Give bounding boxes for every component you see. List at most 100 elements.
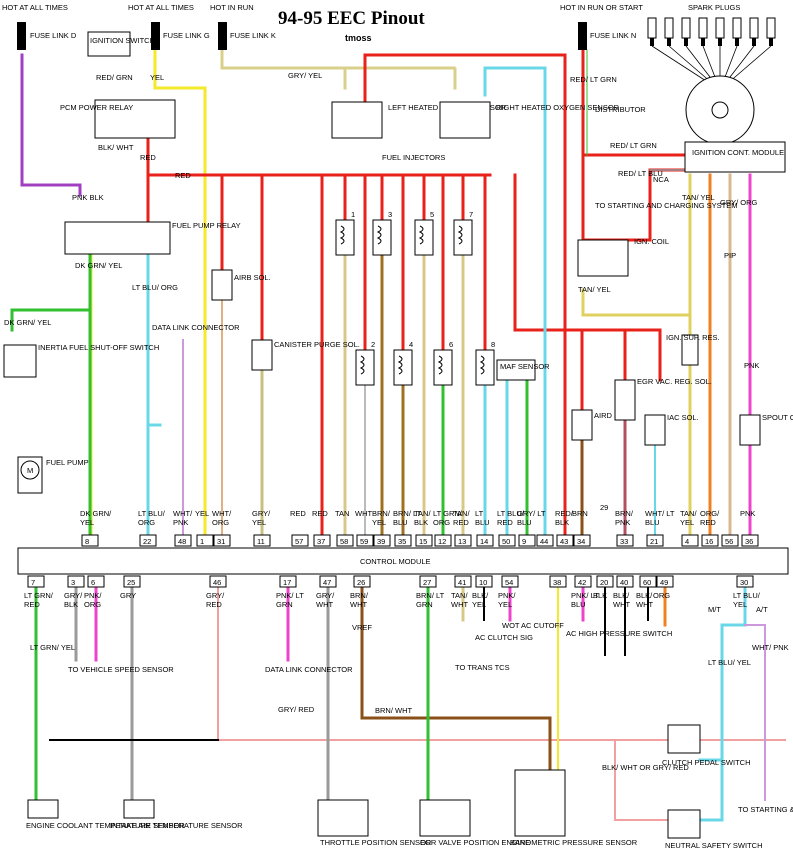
injector-number: 5 xyxy=(430,210,434,219)
blk-wht-or-label: BLK/ WHT OR GRY/ RED xyxy=(602,763,689,772)
ign-sup-res-box xyxy=(681,334,699,366)
gry-org-label: GRY/ ORG xyxy=(720,198,758,207)
injector-number: 7 xyxy=(469,210,473,219)
ac-clutch-label: AC CLUTCH SIG xyxy=(475,633,533,642)
top-pin-wire-label: DK GRN/YEL xyxy=(80,509,112,527)
bottom-pin-number: 40 xyxy=(620,578,628,587)
injector-number: 2 xyxy=(371,340,375,349)
gry-yel-label-top: GRY/ YEL xyxy=(288,71,322,80)
wire-red-maf xyxy=(513,173,662,382)
pcm-relay-red-grn: RED/ GRN xyxy=(96,73,133,82)
num-29-label: 29 xyxy=(600,503,608,512)
control-module-box xyxy=(17,547,789,575)
bottom-pin-number: 17 xyxy=(283,578,291,587)
red-ltgrn-label-2: RED/ LT GRN xyxy=(610,141,657,150)
fuel-pump-motor-m: M xyxy=(27,466,33,475)
top-pin-number: 57 xyxy=(295,537,303,546)
fuse-g-label: FUSE LINK G xyxy=(163,31,210,40)
wire-tan-yel-coil xyxy=(581,288,692,337)
top-pin-number: 35 xyxy=(398,537,406,546)
fuse-k-block xyxy=(218,22,227,50)
bottom-pin-number: 27 xyxy=(423,578,431,587)
lt-grn-yel-label: LT GRN/ YEL xyxy=(30,643,75,652)
injector-number: 6 xyxy=(449,340,453,349)
bottom-pin-number: 10 xyxy=(479,578,487,587)
ign-coil-label: IGN. COIL xyxy=(634,237,669,246)
top-pin-wire-label: TAN/YEL xyxy=(680,509,697,527)
bottom-pin-wire-label: TAN/WHT xyxy=(451,591,468,609)
top-pin-number: 39 xyxy=(377,537,385,546)
right-o2-label: RIGHT HEATED OXYGEN SENSOR xyxy=(496,103,620,112)
bottom-pin-number: 46 xyxy=(213,578,221,587)
fuel-pump-relay-box xyxy=(64,221,171,255)
spout-box xyxy=(739,414,761,446)
inertia-switch-box xyxy=(3,344,37,378)
starting-charging-label: TO STARTING AND CHARGING SYSTEM xyxy=(595,201,738,210)
ign-coil-box xyxy=(577,239,629,277)
bottom-pin-wire-label: LT GRN/RED xyxy=(24,591,54,609)
top-pin-number: 15 xyxy=(419,537,427,546)
top-pin-number: 8 xyxy=(85,537,89,546)
wire-ltblu-yel-30b xyxy=(698,758,724,822)
spark-plugs-label: SPARK PLUGS xyxy=(688,3,740,12)
top-pin-number: 34 xyxy=(577,537,585,546)
dk-grn-yel-label-1: DK GRN/ YEL xyxy=(75,261,122,270)
bottom-pin-wire-label: BRN/WHT xyxy=(350,591,369,609)
red-label-1: RED xyxy=(140,153,156,162)
fuse-k-label: FUSE LINK K xyxy=(230,31,276,40)
top-pin-number: 4 xyxy=(685,537,689,546)
canister-purge-box xyxy=(251,339,273,371)
bottom-pin-number: 26 xyxy=(357,578,365,587)
injector-number: 1 xyxy=(351,210,355,219)
ignition-switch-box xyxy=(87,31,131,57)
top-pin-number: 58 xyxy=(340,537,348,546)
maf-sensor-box xyxy=(496,359,536,381)
bottom-pin-38: 38 xyxy=(549,575,567,588)
pcm-relay-label: PCM POWER RELAY xyxy=(60,103,133,112)
aird-sol-label: AIRD SOL. xyxy=(594,411,631,420)
top-pin-number: 21 xyxy=(650,537,658,546)
bottom-pin-wire-label: ORG xyxy=(653,591,670,600)
wire-gry-yel-run xyxy=(220,48,457,90)
diagram-title: 94-95 EEC Pinout xyxy=(278,8,425,29)
injector-8: 8 xyxy=(475,340,495,386)
bottom-pin-number: 3 xyxy=(71,578,75,587)
data-link-label: DATA LINK CONNECTOR xyxy=(152,323,240,332)
top-pin-number: 59 xyxy=(360,537,368,546)
bottom-pin-wire-label: BLK xyxy=(593,591,607,600)
wire-dk-grn-yel-inertia xyxy=(10,308,92,332)
fuel-pump-relay-label: FUEL PUMP RELAY xyxy=(172,221,241,230)
top-pin-number: 50 xyxy=(502,537,510,546)
top-pin-wire-label: BRN/YEL xyxy=(372,509,391,527)
bottom-pin-wire-label: BLK/WHT xyxy=(636,591,653,609)
top-pin-wire-label: LT BLU/RED xyxy=(497,509,525,527)
wire-ltblu-yel-30 xyxy=(698,576,747,762)
pip-label: PIP xyxy=(724,251,736,260)
ect-sensor-label: ENGINE COOLANT TEMPERATURE SENSOR xyxy=(26,821,185,830)
top-pin-wire-label: TAN/RED xyxy=(453,509,470,527)
clutch-box xyxy=(667,724,701,754)
top-pin-number: 14 xyxy=(480,537,488,546)
bottom-pin-number: 41 xyxy=(458,578,466,587)
bottom-pin-number: 49 xyxy=(660,578,668,587)
inertia-switch-label: INERTIA FUEL SHUT-OFF SWITCH xyxy=(38,343,159,352)
